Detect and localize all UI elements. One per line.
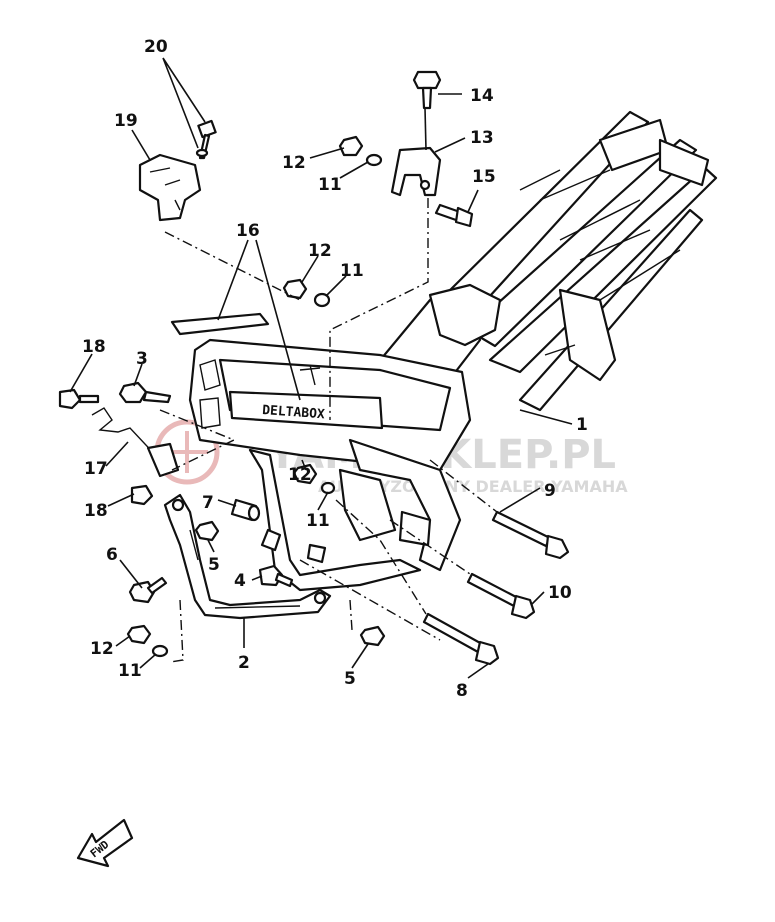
callout-12-mid: 12 — [288, 465, 312, 485]
callout-9: 9 — [544, 481, 556, 501]
small-parts-left — [58, 381, 294, 604]
callout-11-lower: 11 — [118, 661, 142, 681]
callout-6: 6 — [106, 545, 118, 565]
frame-cover-16 — [170, 312, 270, 336]
callout-4: 4 — [234, 571, 246, 591]
callout-8: 8 — [456, 681, 468, 701]
callout-17: 17 — [84, 459, 108, 479]
callout-15: 15 — [472, 167, 496, 187]
callout-7: 7 — [202, 493, 214, 513]
callout-16: 16 — [236, 221, 260, 241]
callout-13: 13 — [470, 128, 494, 148]
callout-11-upper: 11 — [340, 261, 364, 281]
callout-14: 14 — [470, 86, 494, 106]
leader-lines — [69, 57, 573, 679]
callout-19: 19 — [114, 111, 138, 131]
callout-12-upper: 12 — [308, 241, 332, 261]
callout-12-lower: 12 — [90, 639, 114, 659]
main-frame: DELTABOX — [188, 110, 718, 592]
callout-1: 1 — [576, 415, 588, 435]
callout-labels: 20 19 14 13 12 11 15 16 12 11 18 3 1 17 … — [82, 37, 588, 701]
callout-12-top: 12 — [282, 153, 306, 173]
reference-lines — [159, 198, 498, 663]
watermark-subtext: AUTORYZOWANY DEALER YAMAHA — [318, 477, 628, 496]
fwd-arrow-icon: FWD — [76, 818, 134, 868]
callout-3: 3 — [136, 349, 148, 369]
engine-bracket-2 — [163, 493, 332, 620]
callout-20: 20 — [144, 37, 168, 57]
callout-5-lower: 5 — [344, 669, 356, 689]
callout-11-mid: 11 — [306, 511, 330, 531]
frame-decal: DELTABOX — [262, 403, 326, 422]
callout-10: 10 — [548, 583, 572, 603]
bracket-13 — [390, 70, 474, 228]
bracket-19 — [138, 119, 217, 222]
callout-11-top: 11 — [318, 175, 342, 195]
callout-5-left: 5 — [208, 555, 220, 575]
callout-2: 2 — [238, 653, 250, 673]
callout-18-upper: 18 — [82, 337, 106, 357]
nuts-washers — [126, 135, 386, 658]
long-bolts — [422, 510, 570, 666]
callout-18-lower: 18 — [84, 501, 108, 521]
